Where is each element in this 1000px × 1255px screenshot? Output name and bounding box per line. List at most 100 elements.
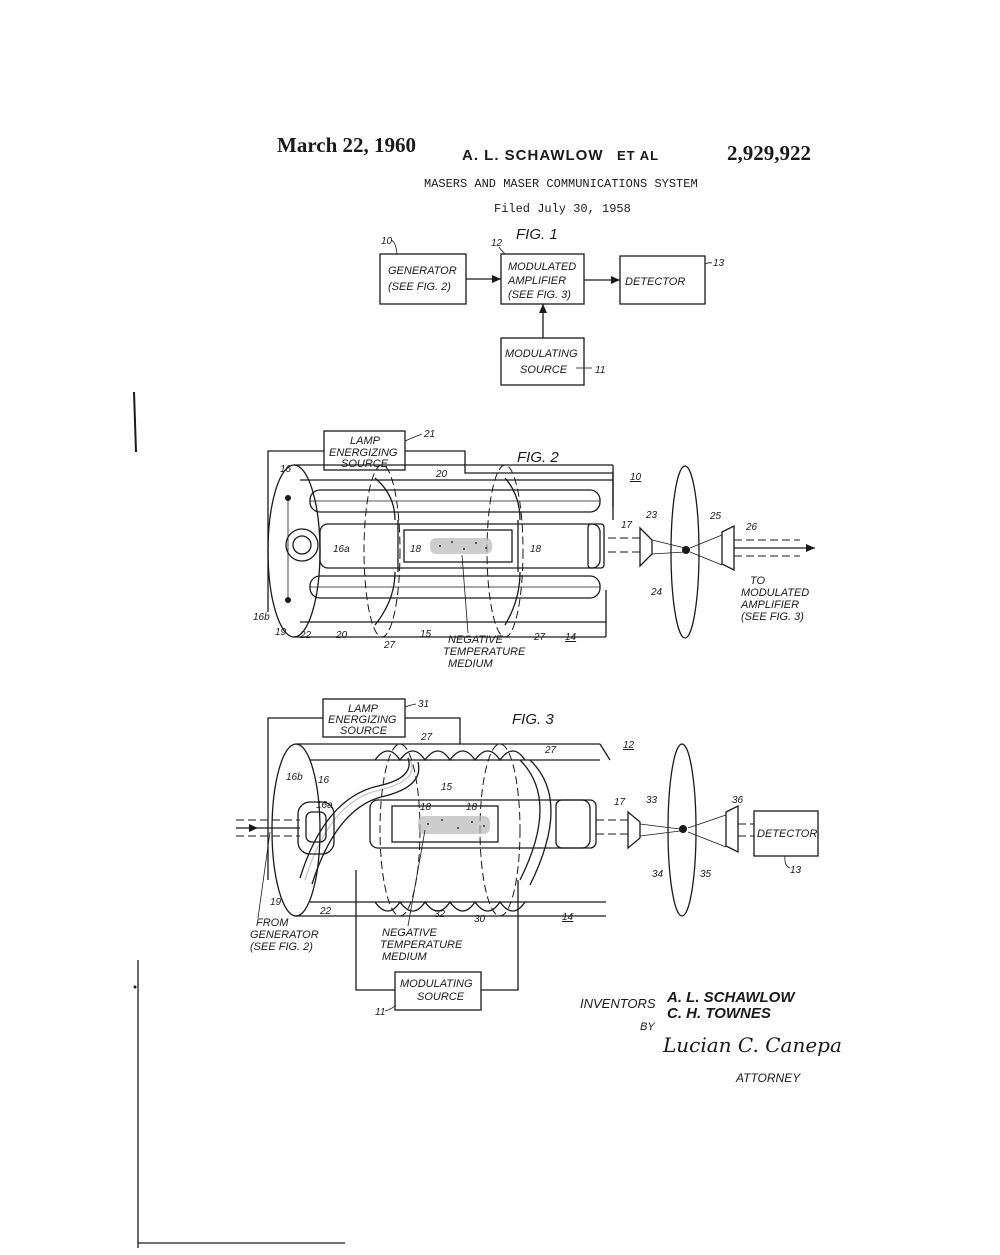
fig3-ref-30: 30 (474, 914, 486, 925)
fig3-ref-27-right: 27 (544, 745, 557, 756)
fig3-ref-18-left: 18 (420, 802, 432, 813)
fig3-ref-16a: 16a (316, 800, 333, 811)
fig1-connectors (466, 275, 620, 338)
patent-title: MASERS AND MASER COMMUNICATIONS SYSTEM (424, 177, 698, 191)
fig2-ref-16: 16 (280, 464, 292, 475)
fig2-lamp-line1: LAMP (350, 435, 381, 447)
inventor-name-1: A. L. SCHAWLOW (666, 989, 796, 1006)
fig3-modulating-box: MODULATING SOURCE 11 (375, 971, 482, 1018)
fig2-ref-18-right: 18 (530, 544, 542, 555)
fig3-modulating-ref: 11 (375, 1007, 385, 1018)
fig3-ref-35: 35 (700, 869, 712, 880)
fig2-output-line2: MODULATED (741, 587, 809, 599)
fig1-modulating-line1: MODULATING (505, 348, 578, 360)
fig2-ref-20-bottom: 20 (335, 630, 348, 641)
fig1-amplifier-line1: MODULATED (508, 261, 576, 273)
fig2-lamp-box: LAMP ENERGIZING SOURCE 21 (323, 429, 435, 471)
fig2-medium-line3: MEDIUM (448, 658, 493, 670)
fig3-detector-box: DETECTOR 13 (753, 810, 819, 876)
fig1-generator-line2: (SEE FIG. 2) (388, 281, 451, 293)
fig3-output-optics (596, 743, 754, 917)
fig2-output-line3: AMPLIFIER (740, 599, 799, 611)
fig3-ref-27-left: 27 (420, 732, 433, 743)
fig2-lamp-line2: ENERGIZING (329, 447, 398, 459)
by-label: BY (640, 1021, 655, 1033)
fig1-detector-label: DETECTOR (625, 276, 685, 288)
fig2-ref-15: 15 (420, 629, 432, 640)
fig2-ref-24: 24 (650, 587, 663, 598)
fig3-ref-14: 14 (562, 912, 574, 923)
fig3-lamp-line2: ENERGIZING (328, 714, 397, 726)
fig2-ref-25: 25 (709, 511, 722, 522)
fig2-ref-27-left: 27 (383, 640, 396, 651)
fig3-detector-ref: 13 (790, 865, 802, 876)
fig2-medium-stipple (430, 538, 492, 554)
fig2-label: FIG. 2 (517, 449, 559, 466)
fig2-output-line4: (SEE FIG. 3) (741, 611, 804, 623)
fig1-detector-ref: 13 (713, 258, 725, 269)
fig1-label: FIG. 1 (516, 226, 558, 243)
fig3-input-line3: (SEE FIG. 2) (250, 941, 313, 953)
fig2-medium-line1: NEGATIVE (448, 634, 503, 646)
fig2-cylinder-body (267, 464, 614, 638)
fig1-generator-line1: GENERATOR (388, 265, 457, 277)
fig3-reference-numerals: 27 27 16b 16 16a 15 18 18 17 33 36 34 35… (270, 732, 744, 925)
fig2-output-optics (608, 465, 815, 639)
filed-date: Filed July 30, 1958 (494, 202, 631, 216)
fig2-ref-26: 26 (745, 522, 758, 533)
fig2-lamp-ref: 21 (423, 429, 435, 440)
fig2-ref-23: 23 (645, 510, 658, 521)
fig3-medium-stipple (418, 816, 490, 834)
fig2-ref-16a: 16a (333, 544, 350, 555)
fig3-ref-33: 33 (646, 795, 658, 806)
fig2-output-line1: TO (750, 575, 766, 587)
fig1-generator-ref: 10 (381, 236, 393, 247)
patent-number: 2,929,922 (727, 141, 811, 165)
patent-et-al: ET AL (617, 148, 659, 163)
fig2-ref-17: 17 (621, 520, 633, 531)
fig2-ref-16b: 16b (253, 612, 270, 623)
attorney-signature: Lucian C. Canepa (662, 1033, 842, 1057)
fig2-ref-14: 14 (565, 632, 577, 643)
fig3-detector-label: DETECTOR (757, 828, 817, 840)
fig3-ref-32: 32 (434, 909, 446, 920)
fig3-modulating-line2: SOURCE (417, 991, 465, 1003)
fig1-amplifier-line2: AMPLIFIER (507, 275, 566, 287)
fig3-ref-18-right: 18 (466, 802, 478, 813)
fig3-modulating-line1: MODULATING (400, 978, 473, 990)
fig1-amplifier-box: MODULATED AMPLIFIER (SEE FIG. 3) 12 (491, 238, 585, 305)
fig3-lamp-line3: SOURCE (340, 725, 388, 737)
fig2-ref-19: 19 (275, 627, 287, 638)
fig1-modulating-ref: 11 (595, 365, 605, 376)
fig3-ref-17: 17 (614, 797, 626, 808)
fig2-assembly-ref: 10 (630, 472, 642, 483)
fig1-generator-box: GENERATOR (SEE FIG. 2) 10 (379, 236, 467, 305)
fig2-lamp-line3: SOURCE (341, 458, 389, 470)
fig3-ref-16b: 16b (286, 772, 303, 783)
patent-authors: A. L. SCHAWLOW (462, 147, 604, 164)
attorney-label: ATTORNEY (735, 1071, 801, 1085)
fig1-amplifier-line3: (SEE FIG. 3) (508, 289, 571, 301)
fig3-medium-line3: MEDIUM (382, 951, 427, 963)
fig3-input-line1: FROM (256, 917, 289, 929)
fig2-ref-22: 22 (299, 630, 312, 641)
fig3-medium-line1: NEGATIVE (382, 927, 437, 939)
fig2-generator-drawing: FIG. 2 10 LAMP ENERGIZING SOURCE 21 (253, 429, 815, 670)
fig3-lamp-line1: LAMP (348, 703, 379, 715)
fig1-modulating-line2: SOURCE (520, 364, 568, 376)
fig2-ref-18-left: 18 (410, 544, 422, 555)
fig1-block-diagram: FIG. 1 GENERATOR (SEE FIG. 2) 10 MODULAT… (379, 226, 725, 386)
fig1-modulating-box: MODULATING SOURCE 11 (500, 337, 605, 386)
fig3-assembly-ref: 12 (623, 740, 635, 751)
fig3-ref-22: 22 (319, 906, 332, 917)
inventors-block: INVENTORS A. L. SCHAWLOW C. H. TOWNES BY… (580, 989, 842, 1085)
fig2-ref-20-top: 20 (435, 469, 448, 480)
fig3-ref-19: 19 (270, 897, 282, 908)
fig3-lamp-ref: 31 (418, 699, 429, 710)
fig3-ref-34: 34 (652, 869, 664, 880)
scan-margin-marks (133, 391, 345, 1248)
fig3-ref-15: 15 (441, 782, 453, 793)
fig2-medium-line2: TEMPERATURE (443, 646, 526, 658)
fig3-medium-line2: TEMPERATURE (380, 939, 463, 951)
